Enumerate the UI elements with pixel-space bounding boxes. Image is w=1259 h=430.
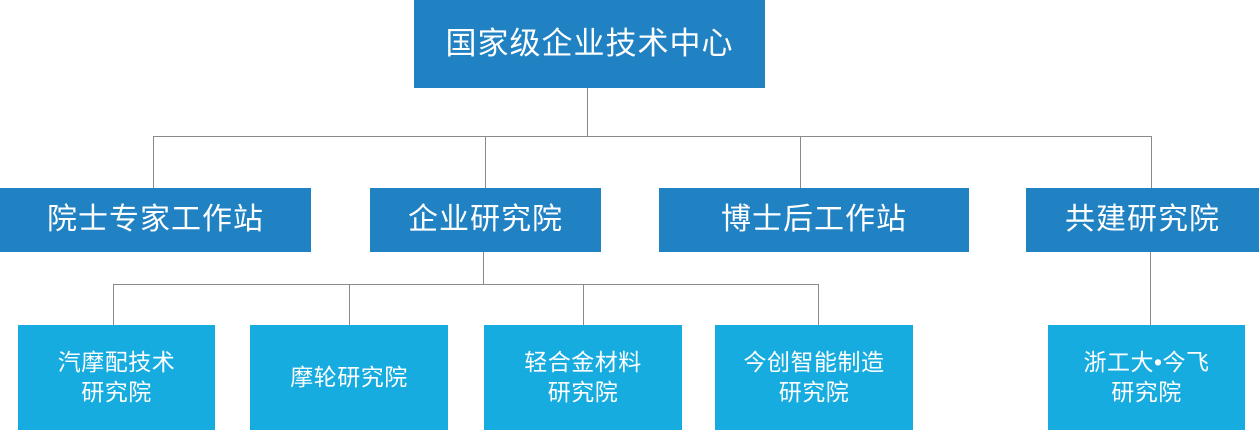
node-postdoctoral-workstation[interactable]: 博士后工作站 (659, 188, 969, 252)
node-enterprise-institute[interactable]: 企业研究院 (370, 188, 601, 252)
node-light-alloy-materials-institute[interactable]: 轻合金材料 研究院 (484, 325, 682, 430)
node-jinchuang-intelligent-manufacturing-institute[interactable]: 今创智能制造 研究院 (715, 325, 913, 430)
connector-level2-bus (153, 136, 1152, 137)
node-motorcycle-wheel-institute[interactable]: 摩轮研究院 (250, 325, 448, 430)
connector-to-level3-4 (818, 284, 819, 325)
node-auto-moto-parts-tech-institute[interactable]: 汽摩配技术 研究院 (18, 325, 215, 430)
connector-enterprise-institute-stem (483, 252, 484, 284)
connector-to-level3-1 (113, 284, 114, 325)
node-joint-institute[interactable]: 共建研究院 (1026, 188, 1259, 252)
node-zjut-jinfei-institute[interactable]: 浙工大•今飞 研究院 (1048, 325, 1245, 430)
connector-to-level2-1 (153, 136, 154, 188)
connector-level3-bus (113, 284, 819, 285)
connector-to-level2-2 (485, 136, 486, 188)
node-national-enterprise-tech-center[interactable]: 国家级企业技术中心 (414, 0, 765, 88)
connector-to-level2-4 (1151, 136, 1152, 188)
connector-to-level3-3 (583, 284, 584, 325)
connector-to-level3-2 (349, 284, 350, 325)
connector-root-stem (587, 88, 588, 136)
connector-to-level2-3 (800, 136, 801, 188)
connector-joint-institute-to-child (1150, 252, 1151, 325)
node-academician-expert-workstation[interactable]: 院士专家工作站 (0, 188, 311, 252)
